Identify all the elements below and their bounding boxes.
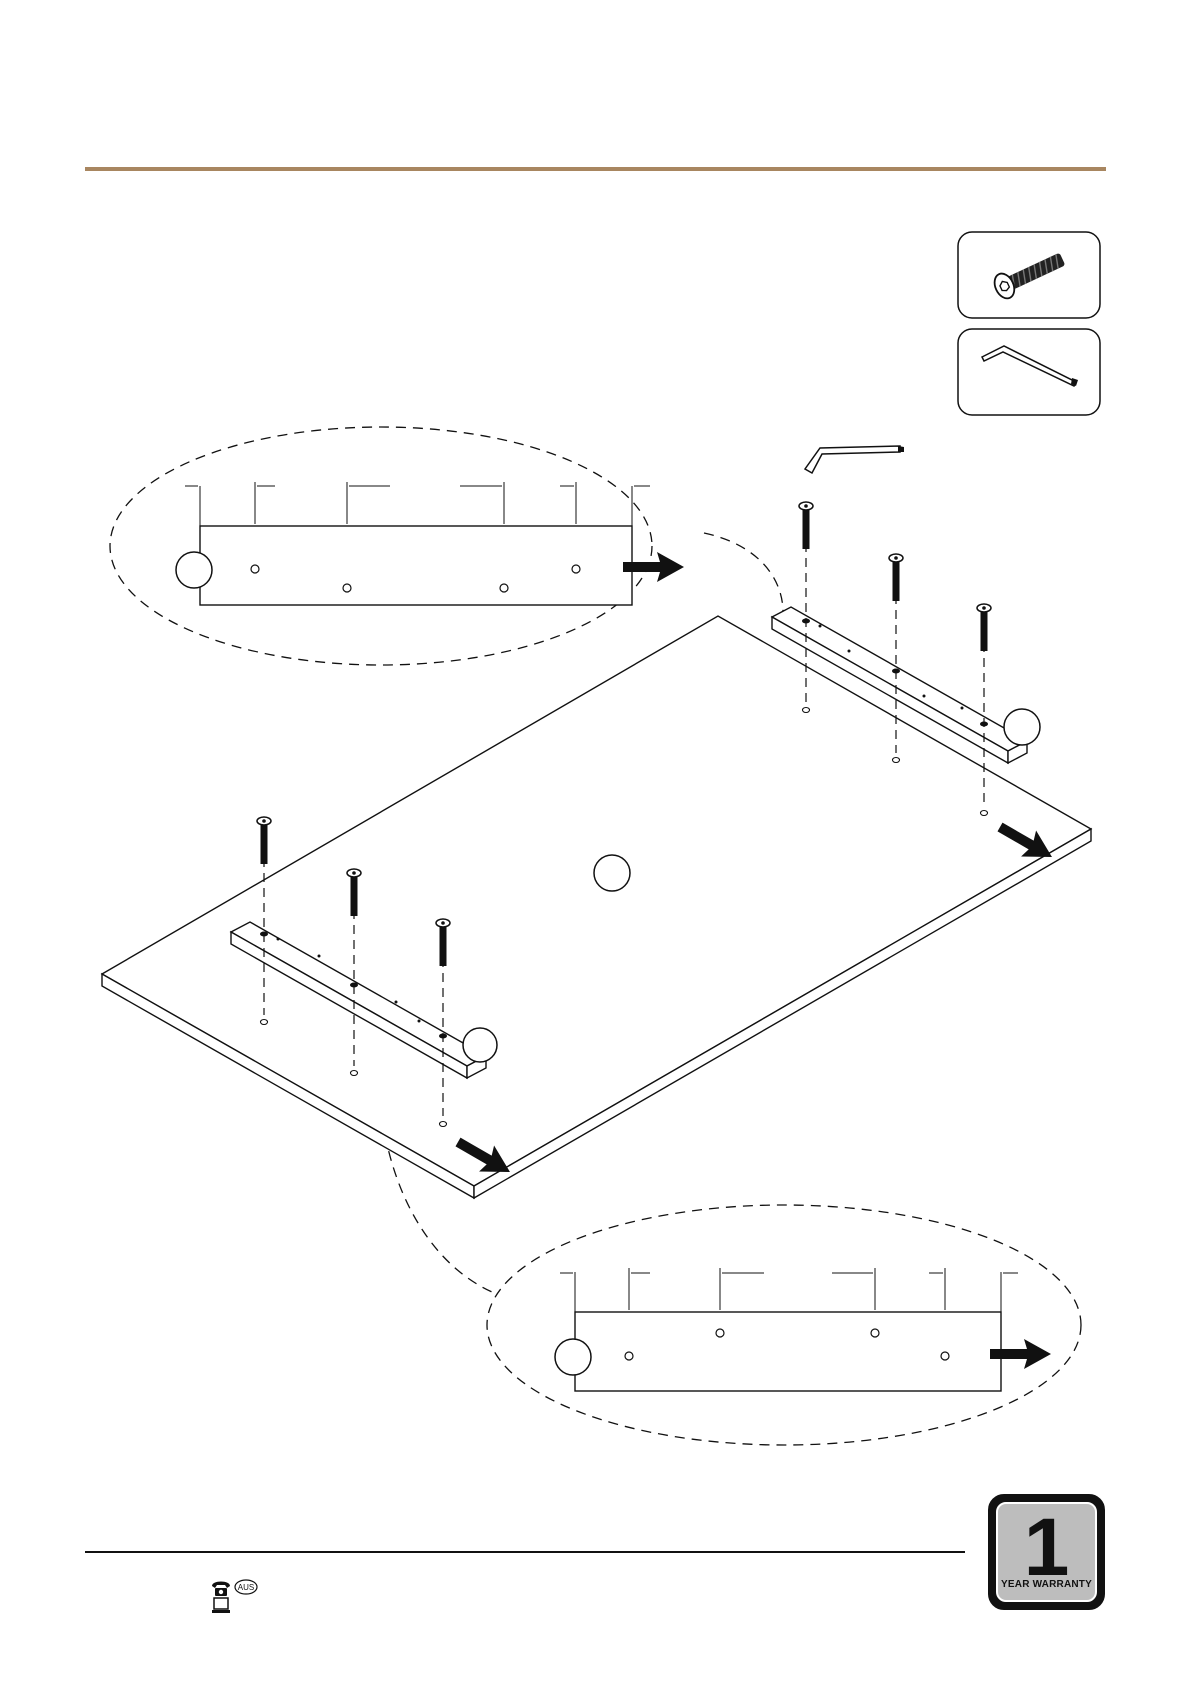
detail-view-top	[110, 427, 783, 665]
footer-rule	[85, 1551, 965, 1553]
bolt	[977, 604, 991, 651]
warranty-label: YEAR WARRANTY	[998, 1579, 1095, 1590]
rail-detail-top	[200, 526, 632, 605]
hardware-allen-key-box	[958, 329, 1100, 415]
header-rule	[85, 167, 1106, 171]
bolt	[257, 817, 271, 864]
callout-circle	[1004, 709, 1040, 745]
laptop-icon	[212, 1598, 230, 1613]
callout-circle	[555, 1339, 591, 1375]
callout-circle	[176, 552, 212, 588]
callout-circle	[463, 1028, 497, 1062]
bolt	[799, 502, 813, 549]
phone-icon	[212, 1582, 230, 1597]
aus-badge-icon: AUS	[235, 1580, 257, 1594]
hardware-bolt-box	[958, 232, 1100, 318]
aus-badge-label: AUS	[238, 1583, 254, 1592]
warranty-badge: 1 YEAR WARRANTY	[988, 1494, 1105, 1610]
warranty-badge-face: 1 YEAR WARRANTY	[996, 1502, 1097, 1602]
bolt	[889, 554, 903, 601]
callout-circle	[594, 855, 630, 891]
allen-key-illustration	[805, 446, 904, 473]
rail-detail-bottom	[575, 1312, 1001, 1391]
